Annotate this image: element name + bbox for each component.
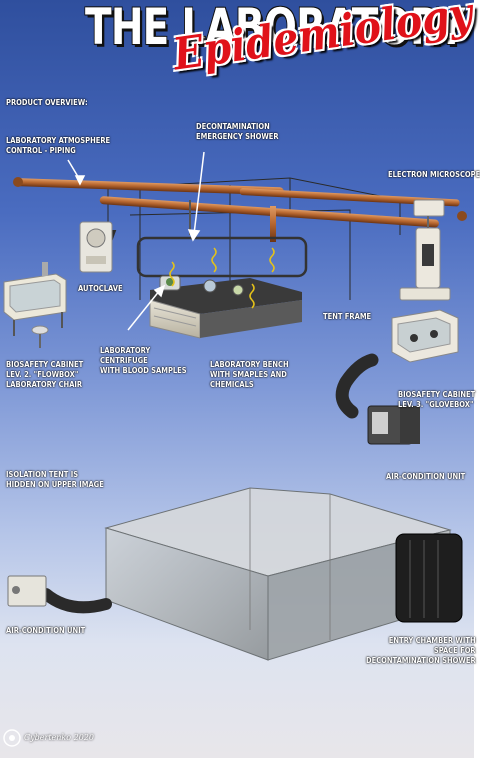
flowbox-cabinet — [3, 262, 67, 336]
label-autoclave: AUTOCLAVE — [78, 284, 123, 293]
signature-logo — [3, 729, 21, 747]
air-condition-unit-left — [7, 575, 112, 614]
callout-arrows — [67, 151, 205, 331]
air-condition-unit-right — [335, 353, 420, 445]
label-air-condition-right: AIR-CONDITION UNIT — [386, 472, 466, 481]
blood-sample-springs — [169, 247, 275, 309]
electron-microscope — [399, 199, 451, 301]
label-tent-frame: TENT FRAME — [323, 312, 372, 321]
signature: Cybertenko 2020 — [24, 733, 94, 742]
label-product-overview: PRODUCT OVERVIEW: — [6, 98, 88, 107]
laboratory-chair — [31, 325, 49, 348]
autoclave — [79, 221, 113, 273]
glovebox-cabinet — [391, 309, 459, 363]
label-electron-microscope: ELECTRON MICROSCOPE — [388, 170, 480, 179]
laboratory-bench — [149, 278, 302, 339]
label-air-condition-left: AIR-CONDITION UNIT — [6, 626, 86, 635]
page-title: THE LABORATORY — [85, 0, 465, 56]
entry-chamber — [395, 533, 463, 623]
